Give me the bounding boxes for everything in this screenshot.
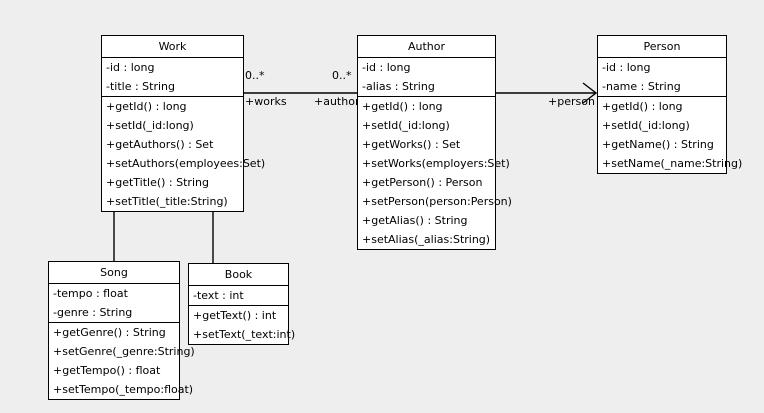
class-box-author[interactable]: Author -id : long -alias : String +getId… bbox=[357, 35, 512, 250]
multiplicity-author-end: 0..* bbox=[332, 69, 352, 82]
method-row: +getPerson() : Person bbox=[362, 176, 483, 189]
attribute-row: -tempo : float bbox=[53, 287, 128, 300]
attribute-row: -text : int bbox=[193, 289, 244, 302]
methods-compartment-work: +getId() : long +setId(_id:long) +getAut… bbox=[102, 96, 266, 211]
method-row: +setPerson(person:Person) bbox=[362, 195, 512, 208]
attributes-compartment-author: -id : long -alias : String bbox=[358, 57, 495, 96]
class-name-person: Person bbox=[643, 40, 681, 53]
method-row: +setWorks(employers:Set) bbox=[362, 157, 510, 170]
methods-compartment-person: +getId() : long +setId(_id:long) +getNam… bbox=[598, 96, 743, 173]
attribute-row: -title : String bbox=[106, 80, 176, 93]
method-row: +getGenre() : String bbox=[53, 326, 166, 339]
method-row: +getId() : long bbox=[106, 100, 187, 113]
attributes-compartment-person: -id : long -name : String bbox=[598, 57, 726, 96]
attribute-row: -alias : String bbox=[362, 80, 435, 93]
role-person: +person bbox=[548, 95, 595, 108]
method-row: +setId(_id:long) bbox=[106, 119, 194, 132]
methods-compartment-song: +getGenre() : String +setGenre(_genre:St… bbox=[49, 322, 195, 399]
method-row: +getWorks() : Set bbox=[362, 138, 461, 151]
attributes-compartment-work: -id : long -title : String bbox=[102, 57, 243, 96]
class-name-book: Book bbox=[224, 268, 253, 281]
method-row: +setAlias(_alias:String) bbox=[362, 233, 491, 246]
method-row: +setName(_name:String) bbox=[602, 157, 743, 170]
attribute-row: -genre : String bbox=[53, 306, 133, 319]
method-row: +getAuthors() : Set bbox=[106, 138, 214, 151]
class-name-author: Author bbox=[407, 40, 446, 53]
method-row: +setId(_id:long) bbox=[362, 119, 450, 132]
method-row: +setTitle(_title:String) bbox=[106, 195, 228, 208]
method-row: +getText() : int bbox=[193, 309, 277, 322]
method-row: +getAlias() : String bbox=[362, 214, 468, 227]
method-row: +setAuthors(employees:Set) bbox=[106, 157, 266, 170]
method-row: +getId() : long bbox=[362, 100, 443, 113]
method-row: +getId() : long bbox=[602, 100, 683, 113]
class-box-person[interactable]: Person -id : long -name : String +getId(… bbox=[597, 35, 743, 174]
class-box-book[interactable]: Book -text : int +getText() : int +setTe… bbox=[188, 263, 296, 345]
method-row: +getTitle() : String bbox=[106, 176, 209, 189]
method-row: +setText(_text:int) bbox=[193, 328, 296, 341]
method-row: +getTempo() : float bbox=[53, 364, 161, 377]
attributes-compartment-song: -tempo : float -genre : String bbox=[49, 283, 179, 322]
multiplicity-work-end: 0..* bbox=[245, 69, 265, 82]
class-name-song: Song bbox=[100, 266, 128, 279]
method-row: +setGenre(_genre:String) bbox=[53, 345, 195, 358]
class-name-work: Work bbox=[158, 40, 187, 53]
class-box-work[interactable]: Work -id : long -title : String +getId()… bbox=[101, 35, 266, 212]
method-row: +getName() : String bbox=[602, 138, 714, 151]
association-arrowhead-person bbox=[582, 82, 598, 104]
role-works: +works bbox=[245, 95, 287, 108]
methods-compartment-author: +getId() : long +setId(_id:long) +getWor… bbox=[358, 96, 512, 249]
methods-compartment-book: +getText() : int +setText(_text:int) bbox=[189, 305, 296, 344]
attribute-row: -id : long bbox=[106, 61, 155, 74]
attribute-row: -id : long bbox=[602, 61, 651, 74]
role-authors: +authors bbox=[314, 95, 366, 108]
attribute-row: -id : long bbox=[362, 61, 411, 74]
attributes-compartment-book: -text : int bbox=[189, 285, 288, 305]
method-row: +setTempo(_tempo:float) bbox=[53, 383, 194, 396]
attribute-row: -name : String bbox=[602, 80, 681, 93]
method-row: +setId(_id:long) bbox=[602, 119, 690, 132]
class-box-song[interactable]: Song -tempo : float -genre : String +get… bbox=[48, 261, 195, 400]
